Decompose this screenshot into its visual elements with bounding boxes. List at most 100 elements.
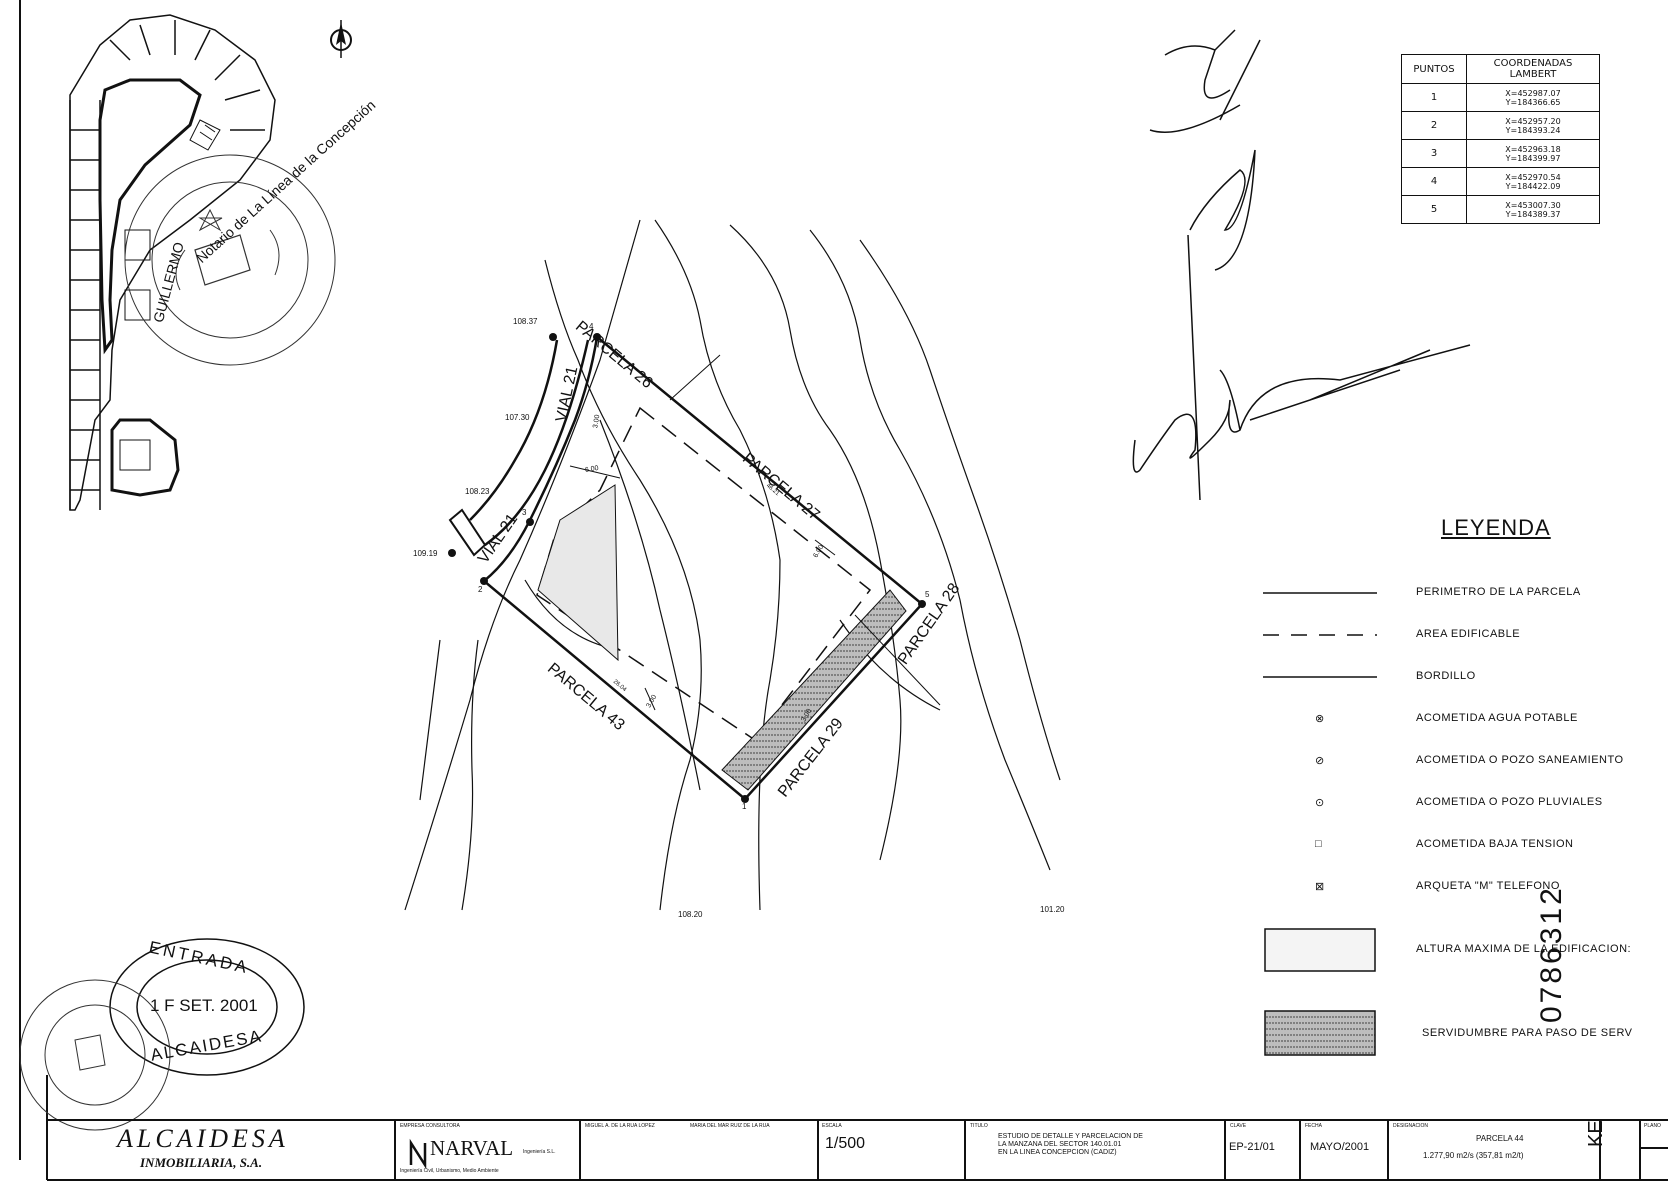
notary-stamp-lower <box>19 979 171 1131</box>
header-coords-line-1: COORDENADAS <box>1493 58 1573 69</box>
elevation-label: 107.30 <box>505 413 530 422</box>
company-subtitle: INMOBILIARIA, S.A. <box>140 1155 263 1170</box>
elevation-label: 109.19 <box>413 549 438 558</box>
header-coords-line-2: LAMBERT <box>1509 69 1557 80</box>
dimension-lines <box>569 354 941 711</box>
title-line-3: EN LA LINEA CONCEPCION (CADIZ) <box>998 1149 1117 1156</box>
entrada-stamp-date: 1 F SET. 2001 <box>150 996 258 1015</box>
legend-label-telephone: ARQUETA "M" TELEFONO <box>1416 880 1560 892</box>
date-caption: FECHA <box>1305 1123 1322 1129</box>
key-value: EP-21/01 <box>1229 1141 1275 1153</box>
coord-y: Y=184422.09 <box>1505 181 1561 191</box>
legend-label-easement: SERVIDUMBRE PARA PASO DE SERV <box>1422 1027 1633 1039</box>
point-number: 1 <box>1401 83 1467 112</box>
handwritten-signatures <box>1132 29 1471 501</box>
legend-label-sewer: ACOMETIDA O POZO SANEAMIENTO <box>1416 754 1624 766</box>
designation-caption: DESIGNACION <box>1393 1123 1429 1129</box>
contour-lines <box>404 219 1061 911</box>
easement-strip <box>721 589 907 791</box>
legend-dotted-box <box>1264 928 1376 972</box>
legend-hatched-box <box>1264 1010 1376 1056</box>
scale-value: 1/500 <box>825 1135 866 1152</box>
dotted-height-area <box>537 484 619 662</box>
legend-label-max-height: ALTURA MAXIMA DE LA EDIFICACION: <box>1416 943 1632 955</box>
notary-seal <box>124 154 336 366</box>
coord-x: X=452957.20 <box>1505 116 1561 126</box>
registry-number: 0786312 <box>1535 885 1568 1023</box>
coord-x: X=452987.07 <box>1505 88 1561 98</box>
coord-x: X=452963.18 <box>1505 144 1561 154</box>
title-line-1: ESTUDIO DE DETALLE Y PARCELACION DE <box>998 1133 1143 1140</box>
water-connection-icon: ⊗ <box>1315 713 1325 725</box>
point-label: 4 <box>589 322 594 331</box>
coord-y: Y=184393.24 <box>1505 125 1561 135</box>
point-label: 5 <box>925 590 930 599</box>
consultant-tag: Ingeniería S.L. <box>523 1149 556 1155</box>
point-number: 4 <box>1401 167 1467 196</box>
legend-label-low-voltage: ACOMETIDA BAJA TENSION <box>1416 838 1574 850</box>
legend-label-storm: ACOMETIDA O POZO PLUVIALES <box>1416 796 1603 808</box>
low-voltage-icon: □ <box>1315 838 1322 850</box>
title-line-2: LA MANZANA DEL SECTOR 140.01.01 <box>998 1141 1122 1148</box>
registry-prefix: KE <box>1585 1120 1607 1147</box>
buildable-area <box>536 406 872 742</box>
point-label: 1 <box>742 802 747 811</box>
legend-label-water: ACOMETIDA AGUA POTABLE <box>1416 712 1578 724</box>
elevation-label: 108.37 <box>513 317 538 326</box>
narval-logo-icon <box>409 1138 427 1170</box>
consultant-subtitle: Ingeniería Civil, Urbanismo, Medio Ambie… <box>400 1168 499 1174</box>
parcel-perimeter <box>482 334 924 801</box>
storm-drain-icon: ⊙ <box>1315 797 1325 809</box>
plan-caption: PLANO <box>1644 1123 1661 1129</box>
header-points: PUNTOS <box>1401 54 1467 84</box>
consultant-name: NARVAL <box>430 1136 514 1160</box>
author-1: MIGUEL A. DE LA RUA LOPEZ <box>585 1123 655 1129</box>
point-number: 5 <box>1401 195 1467 224</box>
designation-area: 1.277,90 m2/s (357,81 m2/t) <box>1423 1151 1524 1160</box>
coord-y: Y=184399.97 <box>1505 153 1561 163</box>
date-value: MAYO/2001 <box>1310 1141 1370 1153</box>
coord-x: X=453007.30 <box>1505 200 1561 210</box>
company-name: ALCAIDESA <box>117 1124 289 1153</box>
legend-label-buildable: AREA EDIFICABLE <box>1416 628 1521 640</box>
elevation-label: 108.23 <box>465 487 490 496</box>
road-vial-21 <box>448 339 590 557</box>
key-caption: CLAVE <box>1230 1123 1247 1129</box>
sewer-connection-icon: ⊘ <box>1315 755 1325 767</box>
legend-label-perimeter: PERIMETRO DE LA PARCELA <box>1416 586 1581 598</box>
coord-x: X=452970.54 <box>1505 172 1561 182</box>
legend-label-kerb: BORDILLO <box>1416 670 1476 682</box>
legend-symbols <box>1263 592 1377 1056</box>
author-2: MARIA DEL MAR RUIZ DE LA RUA <box>690 1123 770 1129</box>
legend-title: LEYENDA <box>1441 515 1551 540</box>
point-label: 3 <box>522 508 527 517</box>
coord-y: Y=184366.65 <box>1505 97 1561 107</box>
point-label: 2 <box>478 585 483 594</box>
title-caption: TITULO <box>970 1123 988 1129</box>
designation-value: PARCELA 44 <box>1476 1134 1524 1143</box>
elevation-label: 101.20 <box>1040 905 1065 914</box>
point-number: 2 <box>1401 111 1467 140</box>
coord-y: Y=184389.37 <box>1505 209 1561 219</box>
survey-points <box>448 333 926 803</box>
consultant-caption: EMPRESA CONSULTORA <box>400 1123 460 1129</box>
elevation-label: 108.20 <box>678 910 703 919</box>
point-number: 3 <box>1401 139 1467 168</box>
telephone-box-icon: ⊠ <box>1315 881 1325 893</box>
title-block-frame <box>47 1119 1668 1181</box>
north-arrow-icon <box>330 20 352 58</box>
scale-caption: ESCALA <box>822 1123 842 1129</box>
